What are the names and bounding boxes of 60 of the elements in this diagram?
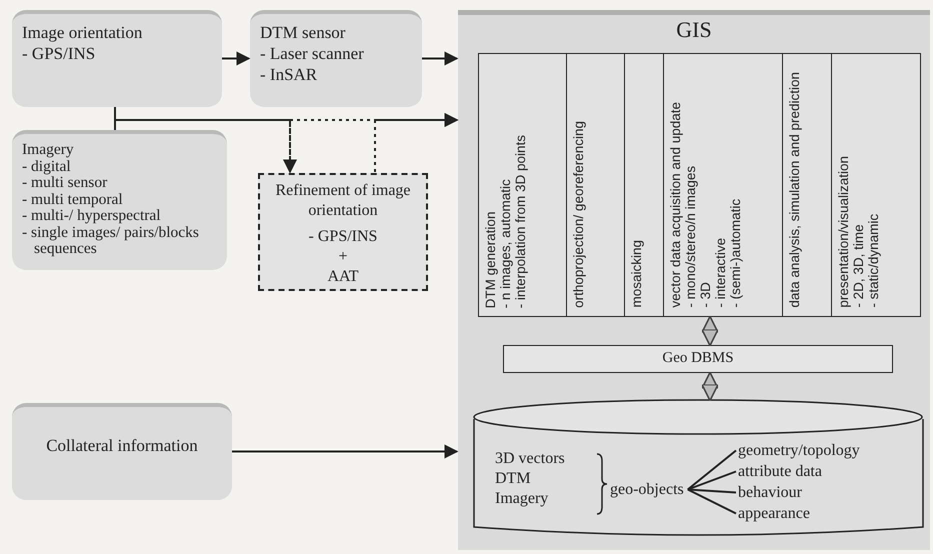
property-label: attribute data [738, 462, 822, 481]
column-label: data analysis, simulation and prediction [786, 72, 802, 308]
list-item: + [337, 247, 349, 267]
arrow [222, 52, 250, 66]
process-box [12, 403, 232, 500]
arrow [422, 52, 458, 66]
box-heading: Refinement of image orientation [274, 181, 412, 221]
list-item: - GPS/INS [22, 43, 96, 64]
system-panel [458, 10, 930, 550]
column-label: mosaicking [629, 240, 644, 308]
data-type-label: 3D vectors [495, 449, 565, 468]
list-item: - n images, automatic [498, 178, 513, 308]
list-item: - single images/ pairs/blocks sequences [22, 224, 200, 258]
data-type-label: Imagery [495, 489, 548, 508]
column-heading: presentation/visualization [836, 156, 852, 308]
list-item: - mono/stereo/n images [683, 165, 698, 308]
dashed-process-box [258, 173, 428, 291]
list-item: - interactive [713, 237, 728, 308]
data-type-label: DTM [495, 469, 531, 488]
list-item: - 3D [698, 281, 714, 308]
list-item: AAT [326, 267, 360, 287]
list-item: - static/dynamic [866, 213, 882, 308]
double-arrow [701, 316, 719, 346]
arrow [114, 119, 297, 174]
property-label: geometry/topology [738, 441, 860, 460]
dbms-bar [503, 345, 893, 373]
column-heading: vector data acquisition and update [668, 102, 684, 308]
panel-title: GIS [675, 16, 713, 44]
box-heading: DTM sensor [260, 22, 346, 43]
box-heading: Imagery [22, 142, 75, 158]
leader-line [687, 488, 736, 514]
list-item: - multi temporal [22, 192, 124, 208]
list-item: - Laser scanner [260, 43, 365, 64]
process-box [250, 10, 422, 107]
node-label: Geo DBMS [661, 349, 735, 368]
list-item: - GPS/INS [308, 227, 378, 247]
box-heading: Image orientation [22, 22, 144, 43]
list-item: - interpolation from 3D points [513, 134, 528, 308]
process-box [12, 130, 227, 270]
property-label: behaviour [738, 483, 802, 502]
list-item: - digital [22, 158, 72, 175]
column-heading: DTM generation [483, 210, 498, 308]
property-label: appearance [738, 504, 810, 523]
leader-line [687, 450, 737, 490]
group-label: geo-objects [610, 480, 684, 499]
process-box [12, 10, 222, 107]
arrow [232, 444, 458, 458]
list-item: - multi-/ hyperspectral [22, 208, 162, 224]
leader-line [687, 470, 736, 490]
function-table [478, 53, 921, 317]
list-item: - (semi-)automatic [728, 198, 744, 308]
column-label: orthoprojection/ georeferencing [570, 121, 586, 308]
arrow [374, 113, 458, 172]
double-arrow [701, 372, 719, 402]
list-item: - multi sensor [22, 175, 108, 192]
node-label: Collateral information [45, 435, 199, 456]
list-item: - InSAR [260, 64, 318, 85]
leader-line [688, 488, 736, 494]
list-item: - 2D, 3D, time [851, 224, 866, 308]
dotted-line [290, 119, 375, 121]
